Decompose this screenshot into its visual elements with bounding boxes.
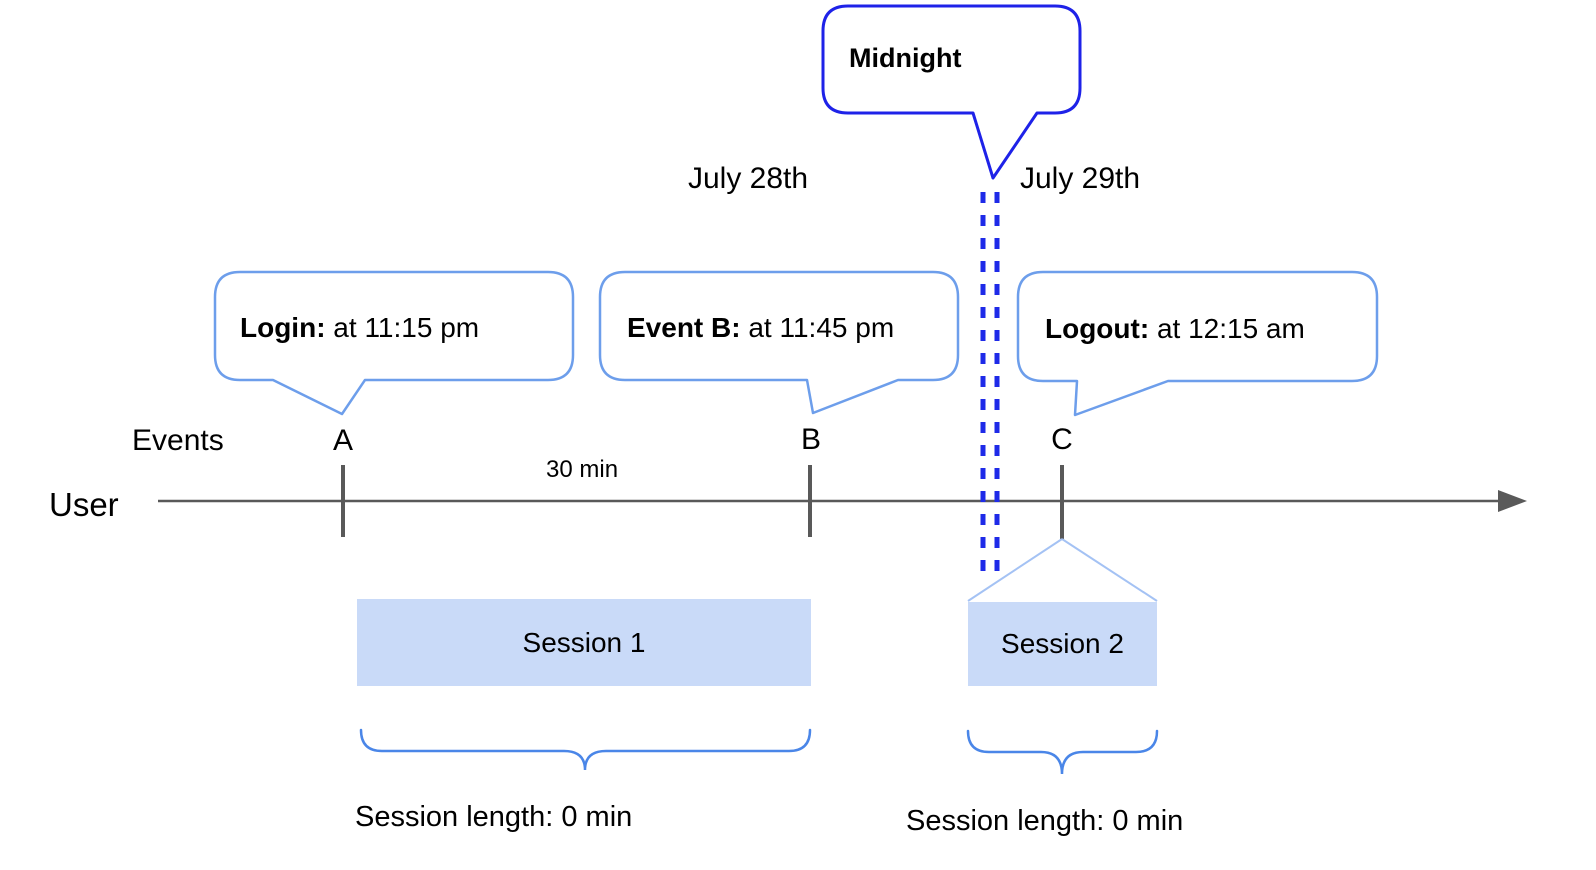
event-marker-b: B	[800, 423, 821, 456]
login-callout-time: at 11:15 pm	[325, 312, 480, 343]
eventb-callout-bubble	[598, 270, 960, 415]
event-marker-c: C	[1051, 423, 1073, 456]
login-callout-bubble	[213, 270, 575, 416]
logout-callout-bubble	[1016, 270, 1379, 417]
session2-funnel-line-left	[967, 538, 1063, 602]
midnight-callout-label: Midnight	[849, 43, 962, 73]
session2-label: Session 2	[1001, 628, 1124, 659]
login-callout-label: Login:	[240, 312, 326, 343]
session1-length-label: Session length: 0 min	[355, 801, 633, 833]
session1-label: Session 1	[522, 626, 646, 658]
user-axis-label: User	[49, 486, 119, 523]
logout-callout-time: at 12:15 am	[1149, 313, 1305, 344]
login-callout-text: Login: at 11:15 pm	[240, 311, 479, 345]
session2-box: Session 2	[968, 602, 1157, 686]
session2-length-label: Session length: 0 min	[906, 805, 1184, 837]
midnight-callout-bubble	[821, 4, 1082, 180]
session1-brace	[359, 728, 812, 771]
events-axis-label: Events	[132, 424, 224, 457]
event-marker-a: A	[332, 424, 353, 457]
session2-funnel-line-right	[1061, 538, 1158, 602]
eventb-callout-time: at 11:45 pm	[740, 312, 895, 343]
logout-callout-label: Logout:	[1045, 313, 1150, 344]
session2-brace	[966, 729, 1159, 775]
logout-callout-text: Logout: at 12:15 am	[1045, 312, 1305, 346]
interval-label-30min: 30 min	[546, 456, 619, 483]
eventb-callout-text: Event B: at 11:45 pm	[627, 311, 894, 345]
timeline-arrowhead-icon	[1498, 490, 1527, 512]
date-label-july-29: July 29th	[1020, 162, 1141, 195]
session1-box: Session 1	[357, 599, 811, 686]
date-label-july-28: July 28th	[688, 162, 809, 195]
eventb-callout-label: Event B:	[627, 312, 741, 343]
